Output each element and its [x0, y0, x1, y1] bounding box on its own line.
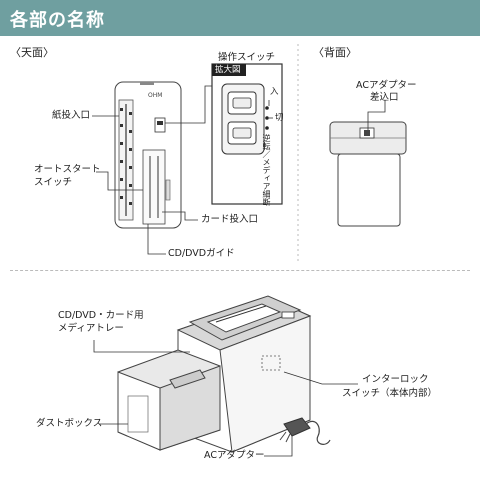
label-on: 入: [270, 87, 279, 97]
media-tray: [169, 369, 206, 389]
leader-interlock: [283, 371, 358, 385]
leader-ac-inlet: [367, 100, 386, 130]
leader-auto-start: [96, 171, 143, 191]
ac-adapter-body: [283, 417, 311, 437]
leader-ac-adapter: [264, 436, 293, 457]
label-interlock-line1: インターロック: [362, 374, 429, 385]
label-ac-adapter: ACアダプター: [204, 450, 265, 461]
label-ac-inlet-line1: ACアダプター: [356, 80, 417, 91]
leader-cd-guide: [147, 224, 166, 255]
header-bar: 各部の名称: [0, 0, 480, 36]
zoom-badge: [212, 64, 246, 76]
leader-card-slot: [162, 211, 198, 221]
card-slot-area: [142, 149, 166, 225]
ac-inlet-port: [364, 130, 370, 136]
label-auto-start-line2: スイッチ: [34, 177, 73, 188]
leader-media-tray: [93, 340, 190, 353]
section-separator: [10, 270, 470, 271]
interlock-indicator: [261, 355, 281, 371]
leader-op-switch: [165, 85, 212, 124]
label-cd-guide: CD/DVDガイド: [168, 248, 235, 259]
shredder-top-view: [114, 81, 182, 229]
label-auto-start-line1: オートスタート: [34, 164, 101, 175]
auto-start-switch: [165, 179, 171, 201]
label-ac-inlet-line2: 差込口: [370, 92, 399, 103]
page-title: 各部の名称: [10, 10, 105, 31]
label-op-switch: 操作スイッチ: [218, 52, 276, 63]
label-media-tray-line2: メディアトレー: [58, 323, 124, 334]
label-reverse: 逆転／メディア細断: [262, 134, 271, 206]
section-top-view: 〈天面〉: [10, 46, 54, 59]
label-media-tray-line1: CD/DVD・カード用: [58, 310, 144, 321]
label-interlock-line2: スイッチ（本体内部）: [342, 388, 438, 399]
label-paper-slot: 紙投入口: [52, 110, 91, 121]
label-dust-box: ダストボックス: [36, 418, 103, 429]
brand-logo: OHM: [148, 92, 162, 99]
zoom-badge-label: 拡大図: [215, 65, 241, 75]
shredder-perspective-view: [117, 295, 331, 453]
shredder-back-view: [329, 121, 407, 227]
label-off: 切: [275, 113, 284, 123]
section-back-view: 〈背面〉: [313, 46, 357, 59]
label-card-slot: カード投入口: [201, 214, 259, 225]
zoom-box: [211, 63, 283, 205]
